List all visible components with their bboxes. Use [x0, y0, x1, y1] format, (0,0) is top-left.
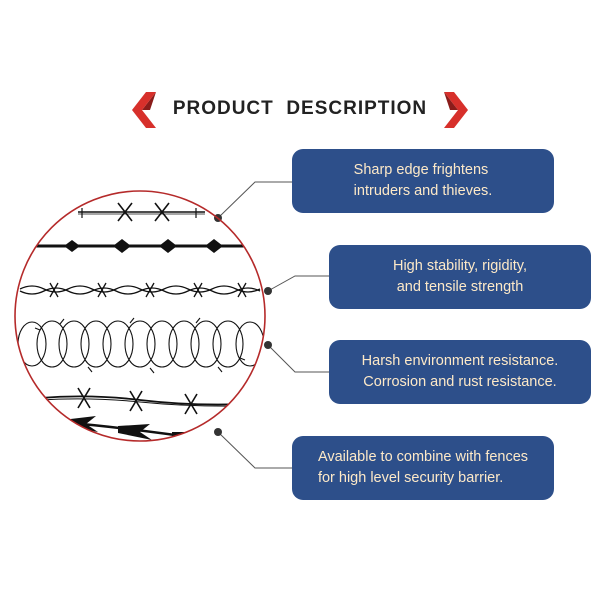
feature-text: High stability, rigidity, and tensile st…: [392, 258, 528, 295]
connector-line-2: [267, 275, 329, 292]
feature-text: Harsh environment resistance. Corrosion …: [361, 353, 559, 390]
feature-box-stability: High stability, rigidity, and tensile st…: [329, 245, 591, 309]
connector-line-1: [217, 181, 292, 219]
connector-dot-4: [214, 428, 222, 436]
connector-lines: [217, 181, 329, 469]
connector-dot-3: [264, 341, 272, 349]
feature-text: Sharp edge frightens intruders and thiev…: [353, 162, 493, 199]
feature-box-sharp-edge: Sharp edge frightens intruders and thiev…: [292, 149, 554, 213]
page-title: PRODUCT DESCRIPTION: [172, 98, 428, 119]
chevron-right-icon: [444, 92, 468, 128]
header: PRODUCT DESCRIPTION: [0, 92, 600, 128]
feature-text: Available to combine with fences for hig…: [317, 449, 529, 486]
wire-row-6: [59, 416, 211, 441]
connector-line-4: [217, 431, 292, 469]
wire-row-1: [78, 202, 205, 222]
feature-box-resistance: Harsh environment resistance. Corrosion …: [329, 340, 591, 404]
connector-dot-2: [264, 287, 272, 295]
wire-row-4: [17, 317, 265, 374]
connector-line-3: [267, 344, 329, 373]
wire-row-2: [35, 239, 245, 253]
feature-box-combine-fences: Available to combine with fences for hig…: [292, 436, 554, 500]
wire-row-5: [39, 387, 246, 415]
wire-circle-border: [14, 190, 266, 442]
wire-row-3: [19, 282, 261, 298]
chevron-left-icon: [132, 92, 156, 128]
